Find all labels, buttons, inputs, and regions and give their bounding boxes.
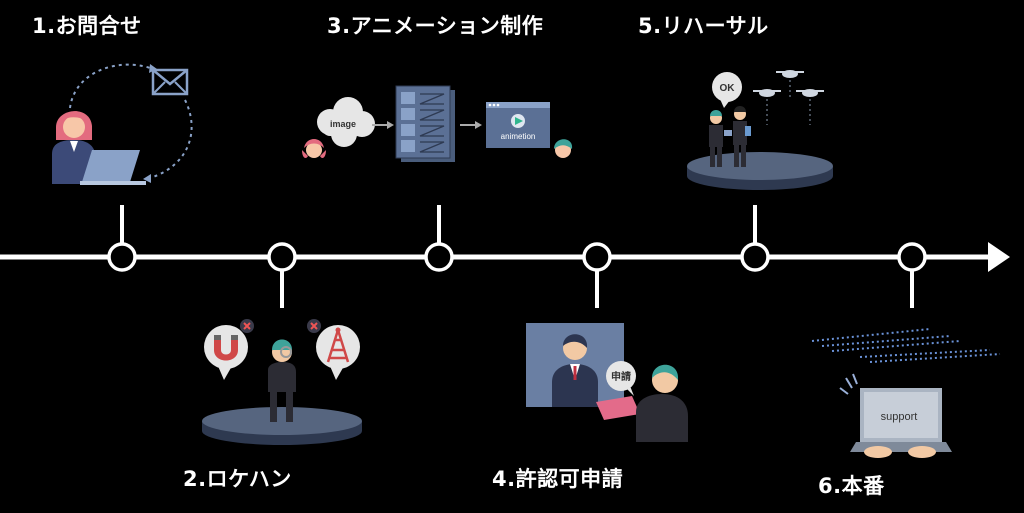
node-step-2 xyxy=(267,242,297,272)
magnet-icon xyxy=(204,319,254,380)
step-4-title: 4.許認可申請 xyxy=(492,467,624,491)
mail-icon xyxy=(151,68,189,96)
animation-screen: animetion xyxy=(486,102,550,148)
step-6-title: 6.本番 xyxy=(818,474,885,498)
showtime-illustration: support xyxy=(811,328,1001,458)
ok-speech-bubble: OK xyxy=(712,72,742,108)
step-2-title: 2.ロケハン xyxy=(183,467,292,491)
permit-illustration: 申請 xyxy=(526,323,688,442)
image-cloud: image xyxy=(317,97,375,147)
laptop-icon: support xyxy=(850,388,952,452)
node-step-4 xyxy=(582,242,612,272)
node-step-3 xyxy=(424,242,454,272)
radio-tower-icon xyxy=(307,319,360,380)
step-5-title: 5.リハーサル xyxy=(638,14,769,38)
node-step-1 xyxy=(107,242,137,272)
storyboard-icon xyxy=(395,85,455,162)
ok-text: OK xyxy=(720,83,736,94)
application-text: 申請 xyxy=(611,370,631,383)
step-1-title: 1.お問合せ xyxy=(32,14,142,38)
rehearsal-illustration: OK xyxy=(687,70,833,190)
inquiry-illustration xyxy=(52,63,193,185)
laptop-text: support xyxy=(881,411,918,423)
drone-swarm xyxy=(811,328,1001,363)
cloud-text: image xyxy=(330,119,356,129)
screen-text: animetion xyxy=(501,132,536,141)
drone-icon xyxy=(753,70,824,97)
node-step-5 xyxy=(740,242,770,272)
application-bubble: 申請 xyxy=(606,361,636,396)
step-3-title: 3.アニメーション制作 xyxy=(327,14,544,38)
animation-illustration: image animetion xyxy=(302,85,573,162)
location-hunting-illustration xyxy=(202,319,362,445)
timeline-arrow xyxy=(988,242,1010,272)
node-step-6 xyxy=(897,242,927,272)
